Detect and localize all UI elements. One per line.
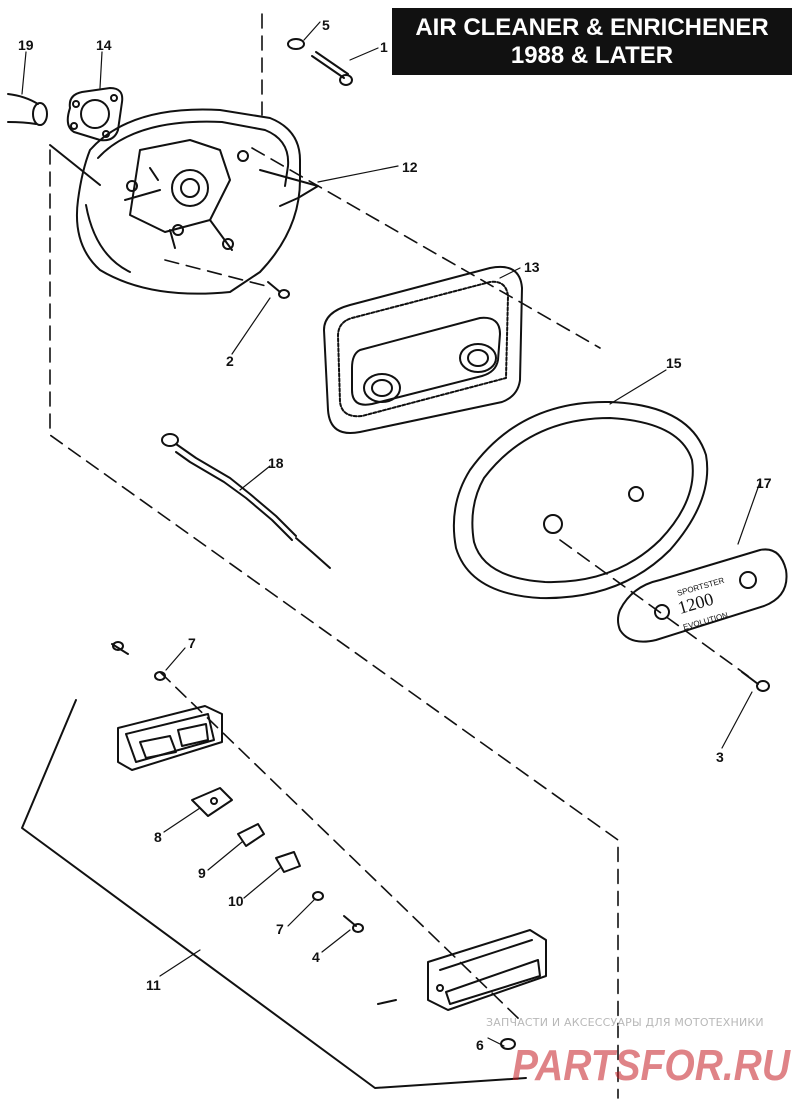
backplate-part-12 (76, 108, 319, 295)
housing-part-11 (427, 929, 547, 1011)
cover-plate-lettering: SPORTSTER 1200 EVOLUTION (676, 576, 730, 632)
callout-14: 14 (96, 37, 112, 53)
name-plate-part-17 (617, 548, 788, 643)
callout-2: 2 (226, 353, 234, 369)
callout-17: 17 (756, 475, 772, 491)
screw-washer-part-7-upper (111, 641, 166, 681)
callout-9: 9 (198, 865, 206, 881)
assembly-guide-lines (49, 13, 749, 1099)
title-line-2: 1988 & LATER (510, 42, 674, 69)
callout-11: 11 (146, 977, 161, 993)
callout-18: 18 (268, 455, 284, 471)
callout-numbers: 1 2 3 4 5 6 7 7 8 9 10 11 12 13 14 15 17… (18, 17, 772, 1053)
leader-lines (21, 21, 761, 1047)
watermark-caption: ЗАПЧАСТИ И АКСЕССУАРЫ ДЛЯ МОТОТЕХНИКИ (486, 1016, 764, 1029)
callout-6: 6 (476, 1037, 484, 1053)
callout-7-lower: 7 (276, 921, 284, 937)
callout-10: 10 (228, 893, 244, 909)
plate-part-9 (237, 823, 265, 847)
screw-part-2 (267, 281, 290, 299)
callout-5: 5 (322, 17, 330, 33)
filter-element-part-13 (323, 266, 523, 434)
washer-part-7-lower (312, 891, 324, 901)
callout-15: 15 (666, 355, 682, 371)
screw-part-4 (343, 915, 364, 933)
enrichener-plate (117, 705, 223, 771)
title-line-1: AIR CLEANER & ENRICHENER (415, 14, 769, 41)
callout-7-upper: 7 (188, 635, 196, 651)
callout-13: 13 (524, 259, 540, 275)
gasket-part-14 (66, 87, 124, 142)
bolt-part-1 (311, 51, 353, 86)
enrichener-cable-part-18 (161, 433, 331, 569)
callout-1: 1 (380, 39, 388, 55)
watermark-logo: PARTSFOR.RU (512, 1041, 791, 1090)
gasket-part-8 (191, 787, 233, 817)
callout-19: 19 (18, 37, 34, 53)
hose-part-19 (7, 93, 48, 126)
callout-12: 12 (402, 159, 418, 175)
washer-part-5 (287, 38, 305, 50)
bracket-part-10 (275, 851, 301, 873)
screw-part-3 (741, 671, 770, 692)
callout-3: 3 (716, 749, 724, 765)
diagram-title-box: AIR CLEANER & ENRICHENER 1988 & LATER (392, 8, 792, 75)
lower-bracket-outline (21, 699, 527, 1089)
screw-near-part-11 (377, 999, 397, 1005)
callout-8: 8 (154, 829, 162, 845)
upper-frame-line (49, 144, 101, 186)
callout-4: 4 (312, 949, 320, 965)
cover-part-15 (452, 400, 709, 600)
